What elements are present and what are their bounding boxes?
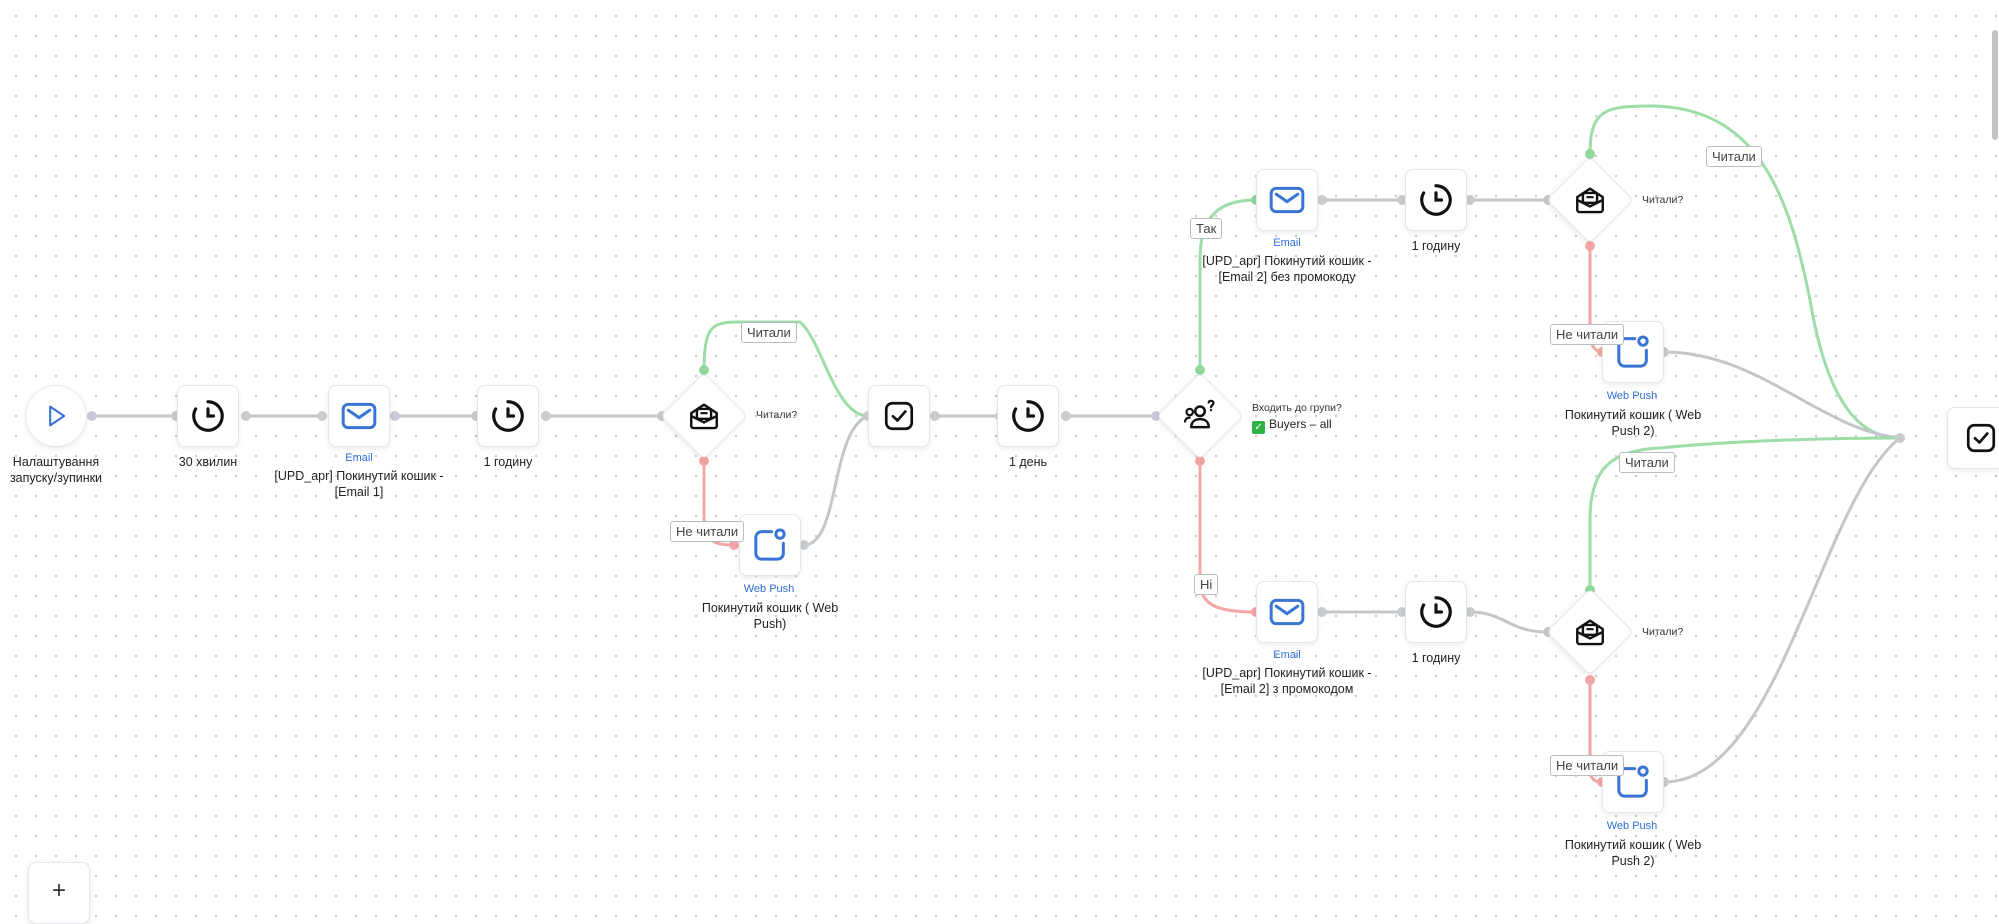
port[interactable] (241, 411, 251, 421)
clock-icon (192, 400, 224, 432)
port[interactable] (1061, 411, 1071, 421)
email-node-title: [UPD_apr] Покинутий кошик - [Email 1] (274, 469, 444, 499)
edge-cond-yes (1198, 198, 1258, 374)
wait-node-title: 1 годину (1411, 239, 1461, 253)
check-square-icon (1966, 423, 1995, 453)
port[interactable] (729, 540, 739, 550)
envelope-icon (341, 402, 377, 430)
condition-label: Читали? (1642, 626, 1684, 638)
edge-label-read[interactable]: Читали (1619, 452, 1675, 473)
port-no[interactable] (1585, 241, 1595, 251)
edge-label-read[interactable]: Читали (741, 322, 797, 343)
merge-node-1[interactable] (868, 385, 930, 447)
port-yes[interactable] (699, 365, 709, 375)
email-node-title: [UPD_apr] Покинутий кошик - [Email 2] бе… (1202, 254, 1372, 284)
node-type-label: Web Push (743, 583, 795, 595)
zoom-in-button[interactable]: + (28, 862, 90, 924)
wait-node-1h[interactable] (1405, 169, 1467, 231)
email-node-2-promo[interactable] (1256, 581, 1318, 643)
port[interactable] (1397, 195, 1407, 205)
port[interactable] (930, 411, 940, 421)
web-push-node-1[interactable] (739, 514, 801, 576)
clock-icon (1420, 184, 1452, 216)
clock-icon (1012, 400, 1044, 432)
edge-cond3-read (1588, 436, 1902, 590)
email-node-title: [UPD_apr] Покинутий кошик - [Email 2] з … (1202, 666, 1372, 696)
clock-icon (1420, 596, 1452, 628)
port[interactable] (1317, 195, 1327, 205)
edge-cond1-read (702, 320, 870, 418)
wait-node-1h[interactable] (477, 385, 539, 447)
email-node-2-no-promo[interactable] (1256, 169, 1318, 231)
port[interactable] (1317, 607, 1327, 617)
wait-node-title: 1 день (1008, 455, 1048, 469)
port-no[interactable] (1585, 675, 1595, 685)
port[interactable] (799, 540, 809, 550)
port[interactable] (471, 411, 481, 421)
condition-label: Читали? (1642, 194, 1684, 206)
email-node-1[interactable] (328, 385, 390, 447)
node-type-label: Email (1273, 649, 1301, 661)
web-push-icon (754, 528, 786, 561)
web-push-node-title: Покинутий кошик ( Web Push) (701, 601, 839, 631)
edge-label-no[interactable]: Ні (1194, 574, 1219, 595)
edge-push3-merge (1662, 436, 1902, 784)
envelope-icon (1269, 598, 1305, 626)
wait-node-title: 1 годину (483, 455, 533, 469)
edge-wait-cond3 (1468, 610, 1550, 634)
port[interactable] (87, 411, 97, 421)
edge-cond2-read (1588, 104, 1902, 440)
wait-node-1day[interactable] (997, 385, 1059, 447)
port[interactable] (1659, 347, 1669, 357)
condition-value-text: Buyers – all (1269, 417, 1332, 431)
wait-node-title: 30 хвилин (178, 455, 238, 469)
port[interactable] (390, 411, 400, 421)
node-type-label: Web Push (1606, 820, 1658, 832)
port[interactable] (317, 411, 327, 421)
port[interactable] (541, 411, 551, 421)
check-square-icon (884, 401, 914, 431)
port-no[interactable] (699, 456, 709, 466)
edge-label-yes[interactable]: Так (1190, 218, 1223, 239)
port[interactable] (1465, 195, 1475, 205)
web-push-node-title: Покинутий кошик ( Web Push 2) (1564, 838, 1702, 868)
port-yes[interactable] (1585, 149, 1595, 159)
start-node[interactable] (25, 385, 87, 447)
port-no[interactable] (1195, 456, 1205, 466)
edge-label-not-read[interactable]: Не читали (1550, 324, 1625, 345)
node-type-label: Email (1273, 237, 1301, 249)
wait-node-title: 1 годину (1411, 651, 1461, 665)
condition-value: ✓ Buyers – all (1252, 417, 1332, 434)
scrollbar-thumb[interactable] (1992, 30, 1998, 140)
port[interactable] (1151, 411, 1161, 421)
port[interactable] (1895, 433, 1905, 443)
edge-push1-merge (802, 414, 870, 547)
wait-node-1h[interactable] (1405, 581, 1467, 643)
port[interactable] (1659, 777, 1669, 787)
edge-label-not-read[interactable]: Не читали (1550, 755, 1625, 776)
node-type-label: Web Push (1606, 390, 1658, 402)
wait-node-30min[interactable] (177, 385, 239, 447)
edge-label-read[interactable]: Читали (1706, 146, 1762, 167)
edge-push2-merge (1662, 350, 1902, 440)
port[interactable] (1397, 607, 1407, 617)
web-push-node-title: Покинутий кошик ( Web Push 2) (1564, 408, 1702, 438)
edge-label-not-read[interactable]: Не читали (670, 521, 745, 542)
start-node-title: Налаштування запуску/зупинки (9, 455, 103, 485)
port[interactable] (1465, 607, 1475, 617)
port[interactable] (171, 411, 181, 421)
envelope-icon (1269, 186, 1305, 214)
play-icon (49, 405, 66, 427)
port-yes[interactable] (1195, 365, 1205, 375)
condition-label: Входить до групи? (1252, 402, 1342, 414)
condition-label: Читали? (756, 409, 798, 421)
clock-icon (492, 400, 524, 432)
merge-node-final[interactable] (1947, 407, 1999, 469)
node-type-label: Email (345, 452, 373, 464)
checkmark-icon: ✓ (1252, 421, 1265, 434)
